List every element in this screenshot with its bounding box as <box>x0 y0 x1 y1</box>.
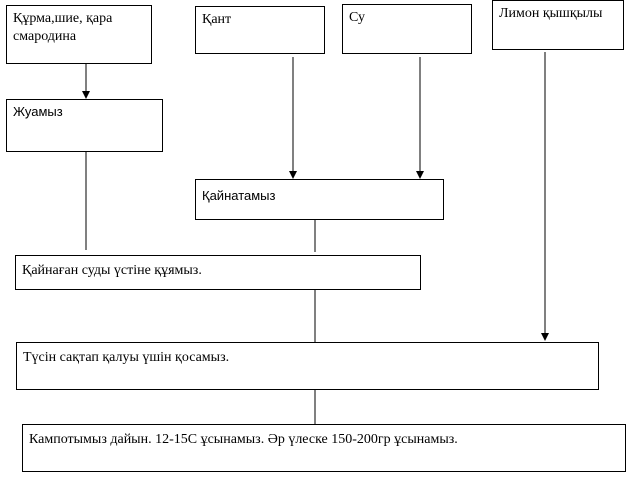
box-preserve-color-label: Түсін сақтап қалуы үшін қосамыз. <box>23 350 230 365</box>
box-lemon-acid: Лимон қышқылы <box>492 0 624 50</box>
box-preserve-color: Түсін сақтап қалуы үшін қосамыз. <box>16 342 599 390</box>
box-sugar-label: Қант <box>202 12 232 27</box>
box-lemon-acid-label: Лимон қышқылы <box>499 6 603 21</box>
box-water-label: Су <box>349 10 365 25</box>
box-sugar: Қант <box>195 6 325 54</box>
box-wash: Жуамыз <box>6 99 163 152</box>
box-boil: Қайнатамыз <box>195 179 444 220</box>
box-pour: Қайнаған суды үстіне құямыз. <box>15 255 421 290</box>
box-ready-label: Кампотымыз дайын. 12-15С ұсынамыз. Әр үл… <box>29 432 458 447</box>
box-wash-label: Жуамыз <box>13 104 63 119</box>
box-ready: Кампотымыз дайын. 12-15С ұсынамыз. Әр үл… <box>22 424 626 472</box>
box-pour-label: Қайнаған суды үстіне құямыз. <box>22 263 202 278</box>
box-water: Су <box>342 4 472 54</box>
box-ingredients: Құрма,шие, қара смародина <box>6 5 152 64</box>
box-ingredients-label: Құрма,шие, қара смародина <box>13 11 113 44</box>
box-boil-label: Қайнатамыз <box>202 188 276 203</box>
